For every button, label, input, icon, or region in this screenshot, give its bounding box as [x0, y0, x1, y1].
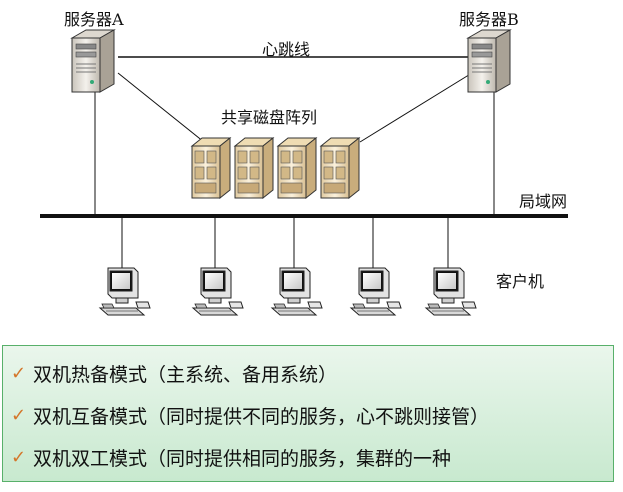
- client-computer-icon-1: [99, 267, 151, 316]
- heartbeat-label: 心跳线: [262, 40, 311, 59]
- disk-cabinet-icon-2: [234, 137, 274, 199]
- mode-text: 双机互备模式（同时提供不同的服务，心不跳则接管）: [33, 405, 490, 428]
- disk-cabinet-icon-1: [191, 137, 231, 199]
- checkmark-icon: ✓: [11, 362, 27, 384]
- mode-item-mutual-standby: ✓ 双机互备模式（同时提供不同的服务，心不跳则接管）: [3, 394, 613, 436]
- server-b-icon: [467, 29, 511, 93]
- disk-cabinet-icon-3: [277, 137, 317, 199]
- disk-cabinet-icon-4: [320, 137, 360, 199]
- client-computer-icon-2: [192, 267, 244, 316]
- server-a-storage-link: [117, 72, 205, 143]
- cluster-diagram: 服务器A 服务器B 心跳线 共享磁盘阵列 局域网 客户机: [40, 10, 568, 316]
- server-b-label: 服务器B: [459, 10, 519, 29]
- checkmark-icon: ✓: [11, 446, 27, 468]
- modes-panel: ✓ 双机热备模式（主系统、备用系统） ✓ 双机互备模式（同时提供不同的服务，心不…: [2, 345, 614, 482]
- lan-label: 局域网: [519, 192, 568, 211]
- checkmark-icon: ✓: [11, 404, 27, 426]
- diagram-canvas: [40, 29, 568, 316]
- client-label: 客户机: [496, 272, 545, 291]
- server-a-icon: [71, 29, 115, 93]
- mode-item-duplex: ✓ 双机双工模式（同时提供相同的服务，集群的一种: [3, 436, 613, 478]
- mode-text: 双机热备模式（主系统、备用系统）: [33, 363, 338, 386]
- storage-label: 共享磁盘阵列: [221, 108, 318, 127]
- server-a-label: 服务器A: [64, 10, 124, 29]
- client-computer-icon-5: [425, 267, 477, 316]
- mode-text: 双机双工模式（同时提供相同的服务，集群的一种: [33, 447, 452, 470]
- client-computer-icon-4: [350, 267, 402, 316]
- client-computer-icon-3: [271, 267, 323, 316]
- mode-item-hot-standby: ✓ 双机热备模式（主系统、备用系统）: [3, 352, 613, 394]
- server-b-storage-link: [359, 72, 473, 143]
